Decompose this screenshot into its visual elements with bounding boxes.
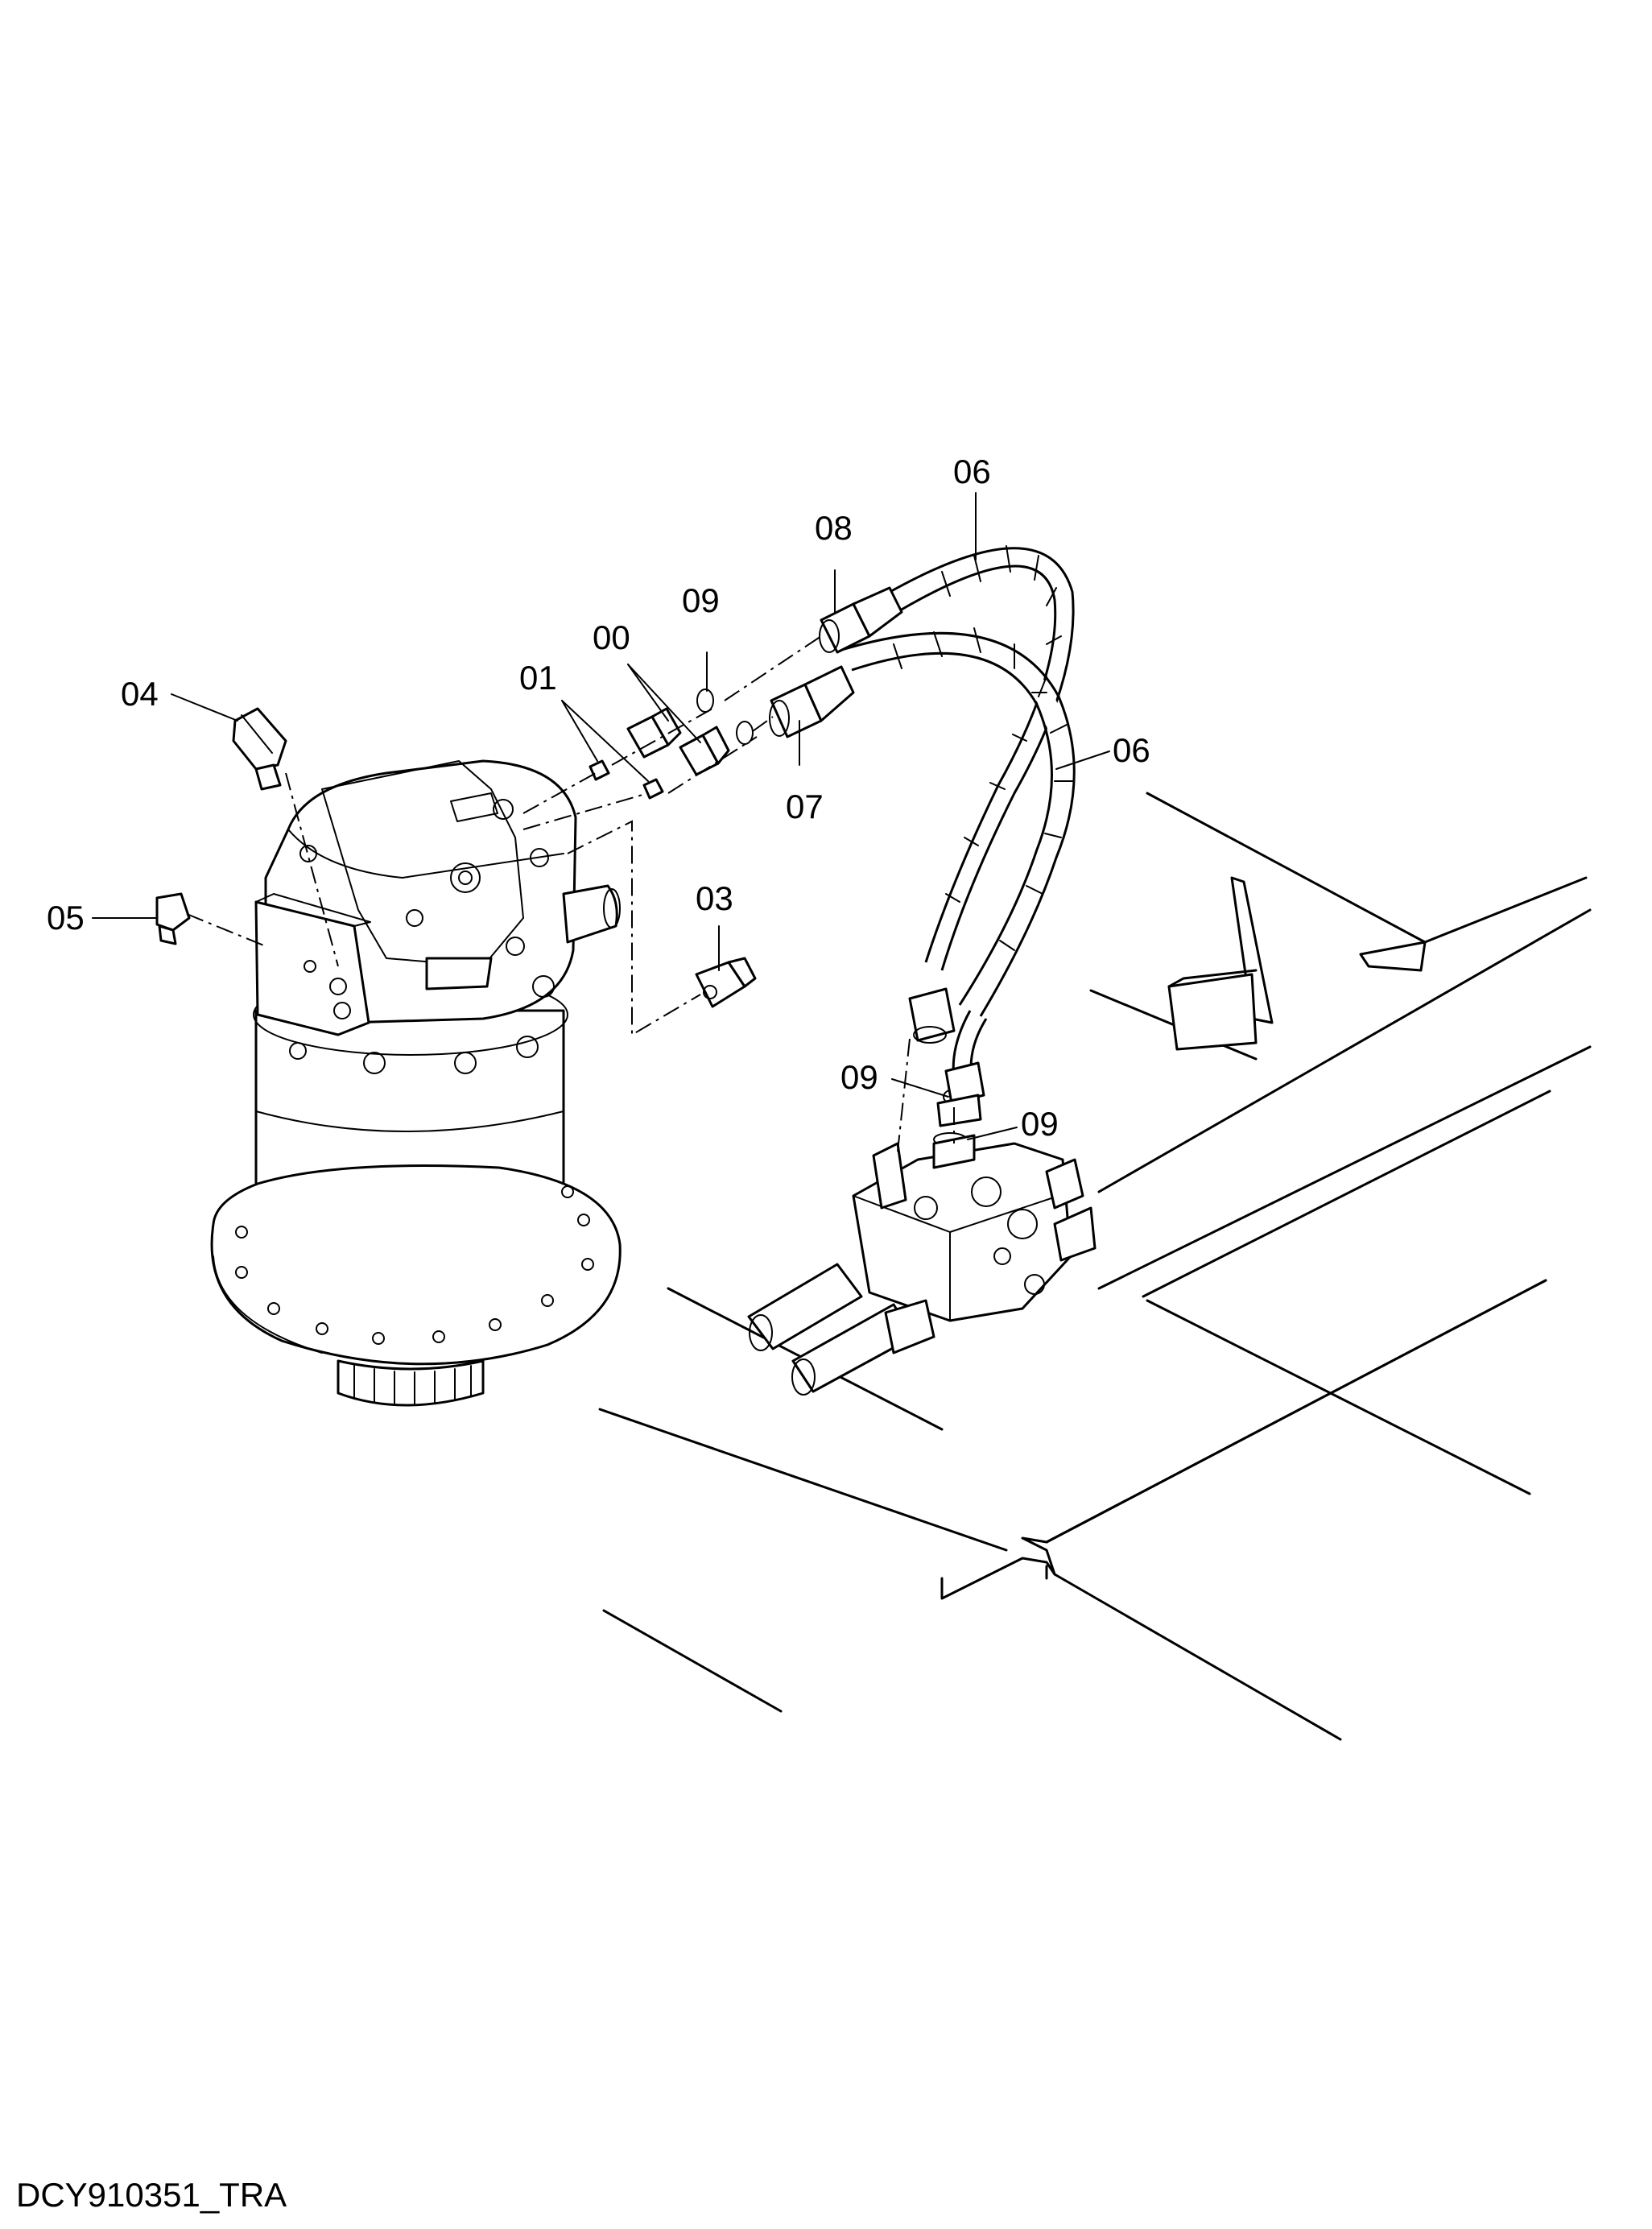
callout-03: 03 (696, 879, 733, 917)
callout-04: 04 (121, 675, 159, 713)
callout-labels: 04 05 01 00 03 09 08 06 06 07 09 09 (47, 453, 1150, 1143)
callout-07: 07 (786, 788, 824, 825)
callout-01: 01 (519, 659, 557, 697)
part-05-elbow-fitting (155, 892, 191, 945)
callout-09-right: 09 (1021, 1105, 1059, 1143)
frame-outline (598, 792, 1592, 1741)
bracket-block (1167, 973, 1258, 1051)
callout-09-left: 09 (840, 1058, 878, 1096)
part-01-plugs (589, 759, 664, 800)
control-valve (747, 1134, 1097, 1396)
callout-08: 08 (815, 509, 853, 547)
callout-06-right: 06 (1113, 731, 1150, 769)
callout-09-top: 09 (682, 581, 720, 619)
assembly-lines (186, 635, 955, 1152)
part-08-hose-end-fitting (819, 586, 903, 654)
leader-lines (92, 492, 1110, 1140)
part-06-hoses (838, 545, 1076, 1105)
lower-hose-ends (908, 987, 982, 1127)
callout-05: 05 (47, 899, 85, 937)
swing-motor (210, 759, 622, 1407)
part-00-fittings (626, 707, 730, 776)
drawing-id: DCY910351_TRA (16, 2176, 287, 2214)
callout-06-top: 06 (953, 453, 991, 490)
part-04-elbow-fitting (232, 707, 287, 791)
callout-00: 00 (593, 618, 630, 656)
o-rings (696, 689, 970, 1147)
part-03-relief-fitting (695, 957, 757, 1008)
part-07-hose-end-fitting (769, 665, 855, 738)
